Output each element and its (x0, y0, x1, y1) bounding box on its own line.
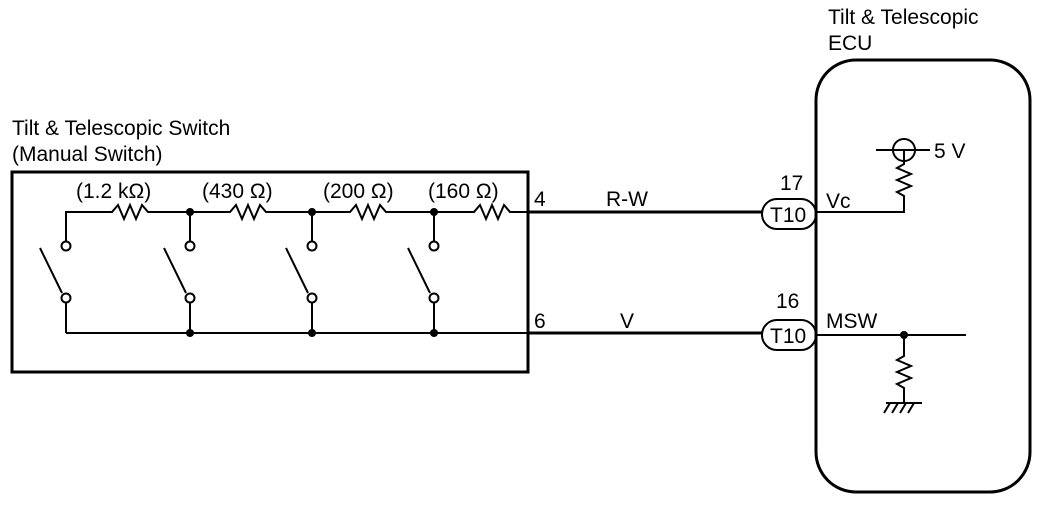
switch-title: Tilt & Telescopic Switch (12, 117, 230, 140)
resistor-label-1: (1.2 kΩ) (76, 180, 151, 203)
ecu-pin-bottom: 16 (776, 290, 799, 313)
switch-enclosure (10, 170, 530, 374)
switch-subtitle: (Manual Switch) (12, 143, 163, 166)
junction-dot (186, 329, 194, 337)
switch-4 (407, 240, 440, 333)
pullup-wire (816, 150, 914, 213)
connector-top-label: T10 (770, 204, 806, 227)
ecu-subtitle: ECU (828, 32, 872, 55)
junction-dot (430, 329, 438, 337)
connector-bottom-label: T10 (770, 325, 806, 348)
switch-pin-top: 4 (534, 188, 546, 211)
ground-icon (883, 402, 922, 414)
switch-pin-bottom: 6 (534, 310, 546, 333)
switch-3 (285, 240, 318, 333)
wire-color-bottom: V (620, 310, 634, 333)
signal-vc: Vc (826, 190, 851, 213)
pulldown-resistor (894, 335, 914, 402)
supply-label: 5 V (934, 140, 966, 163)
connector-bottom: T10 (761, 319, 817, 351)
ecu-enclosure (814, 58, 1032, 494)
resistor-label-3: (200 Ω) (323, 180, 394, 203)
junction-dot (308, 329, 316, 337)
switch-2 (163, 240, 196, 333)
supply-5v-symbol (876, 138, 930, 162)
signal-msw: MSW (826, 310, 878, 333)
wire-color-top: R-W (606, 188, 648, 211)
connector-top: T10 (761, 198, 817, 230)
resistor-label-4: (160 Ω) (428, 180, 499, 203)
switch-1 (39, 240, 72, 333)
ecu-pin-top: 17 (780, 172, 803, 195)
resistor-ladder-wire (65, 202, 528, 242)
resistor-label-2: (430 Ω) (202, 180, 273, 203)
ecu-title: Tilt & Telescopic (828, 6, 979, 29)
